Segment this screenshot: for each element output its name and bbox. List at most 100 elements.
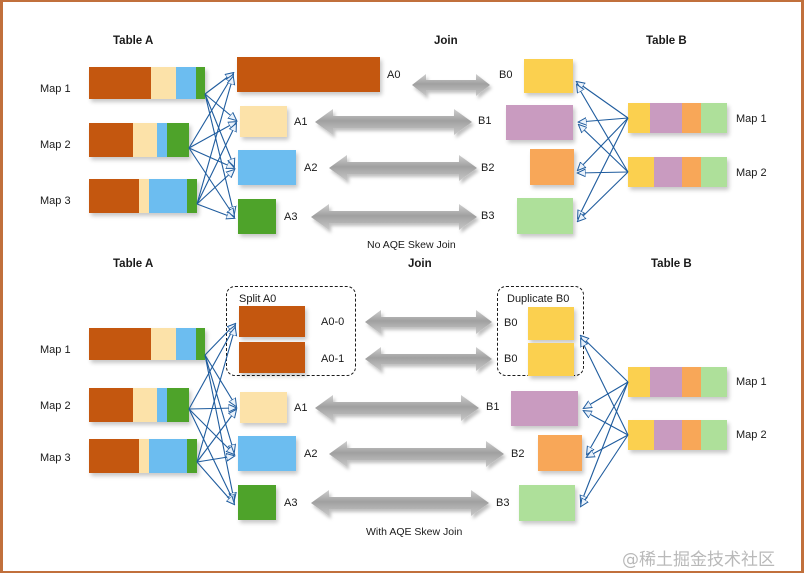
split-label-a0-0: A0-0: [321, 316, 345, 328]
top-map-bar-b-1: [628, 103, 727, 133]
top-partition-block-a1: [240, 106, 287, 137]
top-partition-block-b0: [524, 59, 573, 93]
bottom-partition-label-a2: A2: [304, 448, 318, 460]
split-label-a0-1: A0-1: [321, 353, 345, 365]
top-partition-label-a3: A3: [284, 211, 298, 223]
bottom-partition-block-b2: [538, 435, 582, 471]
duplicate-label-b0-0: B0: [504, 317, 518, 329]
map-bar-segment: [701, 367, 727, 397]
top-partition-block-b3: [517, 198, 573, 234]
top-partition-label-b2: B2: [481, 162, 495, 174]
map-bar-segment: [701, 420, 727, 450]
bottom-map-bar-a-2: [89, 388, 189, 422]
top-caption: No AQE Skew Join: [367, 239, 456, 251]
bottom-map-label-right-2: Map 2: [736, 429, 767, 441]
top-partition-block-a2: [238, 150, 296, 185]
map-bar-segment: [89, 179, 139, 213]
top-partition-label-b3: B3: [481, 210, 495, 222]
bottom-partition-label-b2: B2: [511, 448, 525, 460]
bottom-partition-block-b3: [519, 485, 575, 521]
map-bar-segment: [196, 328, 205, 360]
bottom-map-bar-b-2: [628, 420, 727, 450]
map-bar-segment: [701, 157, 727, 187]
watermark: @稀土掘金技术社区: [622, 550, 775, 570]
map-bar-segment: [167, 388, 189, 422]
top-partition-block-a0: [237, 57, 380, 92]
bottom-partition-block-a2: [238, 436, 296, 471]
bottom-join-arrows: [311, 310, 504, 516]
split-a0-title: Split A0: [239, 293, 277, 305]
map-bar-segment: [682, 103, 701, 133]
map-bar-segment: [89, 388, 133, 422]
split-block-a0-1: [239, 342, 305, 373]
join-arrow-a3-b3: [311, 204, 477, 230]
bottom-links-a: [188, 324, 236, 504]
map-bar-segment: [157, 123, 167, 157]
join-arrow-bottom-a2-b2: [329, 441, 504, 467]
map-bar-segment: [133, 388, 157, 422]
top-links-b: [577, 82, 629, 221]
map-bar-segment: [682, 420, 701, 450]
map-bar-segment: [701, 103, 727, 133]
bottom-map-bar-a-3: [89, 439, 197, 473]
bottom-partition-label-b1: B1: [486, 401, 500, 413]
map-bar-segment: [654, 420, 682, 450]
map-bar-segment: [682, 157, 701, 187]
split-a0-box: [226, 286, 356, 376]
bottom-table-a-header: Table A: [113, 258, 154, 270]
join-arrow-a0-b0: [412, 74, 490, 96]
split-block-a0-0: [239, 306, 305, 337]
top-join-arrows: [311, 74, 490, 230]
bottom-map-label-left-1: Map 1: [40, 344, 71, 356]
top-map-bar-b-2: [628, 157, 727, 187]
join-arrow-bottom-a3-b3: [311, 490, 489, 516]
bottom-map-bar-a-1: [89, 328, 205, 360]
duplicate-b0-title: Duplicate B0: [507, 293, 570, 305]
map-bar-segment: [176, 328, 196, 360]
join-arrow-a00-b0: [365, 310, 492, 334]
bottom-partition-block-a3: [238, 485, 276, 520]
map-bar-segment: [89, 439, 139, 473]
map-bar-segment: [149, 179, 187, 213]
bottom-map-label-left-3: Map 3: [40, 452, 71, 464]
map-bar-segment: [187, 179, 197, 213]
bottom-partition-label-a3: A3: [284, 497, 298, 509]
top-map-label-right-2: Map 2: [736, 167, 767, 179]
top-partition-label-a0: A0: [387, 69, 401, 81]
map-bar-segment: [89, 67, 151, 99]
duplicate-block-b0-0: [528, 307, 574, 340]
duplicate-label-b0-1: B0: [504, 353, 518, 365]
map-bar-segment: [139, 179, 149, 213]
map-bar-segment: [628, 367, 650, 397]
map-bar-segment: [176, 67, 196, 99]
map-bar-segment: [151, 67, 176, 99]
top-map-bar-a-2: [89, 123, 189, 157]
connector-overlay: [188, 2, 629, 516]
map-bar-segment: [650, 367, 682, 397]
map-bar-segment: [196, 67, 205, 99]
duplicate-block-b0-1: [528, 343, 574, 376]
top-join-header: Join: [434, 35, 458, 47]
bottom-table-b-header: Table B: [651, 258, 692, 270]
top-partition-block-b2: [530, 149, 574, 185]
map-bar-segment: [167, 123, 189, 157]
bottom-map-label-right-1: Map 1: [736, 376, 767, 388]
top-partition-label-a2: A2: [304, 162, 318, 174]
join-arrow-bottom-a1-b1: [315, 395, 479, 421]
top-map-label-left-3: Map 3: [40, 195, 71, 207]
bottom-partition-block-a1: [240, 392, 287, 423]
top-map-label-left-2: Map 2: [40, 139, 71, 151]
bottom-caption: With AQE Skew Join: [366, 526, 463, 538]
map-bar-segment: [139, 439, 149, 473]
bottom-partition-label-b3: B3: [496, 497, 510, 509]
map-bar-segment: [650, 103, 682, 133]
join-arrow-a01-b0: [365, 347, 492, 371]
bottom-partition-block-b1: [511, 391, 578, 426]
join-arrow-a1-b1: [315, 109, 472, 135]
top-map-label-right-1: Map 1: [736, 113, 767, 125]
top-partition-label-a1: A1: [294, 116, 308, 128]
top-table-a-header: Table A: [113, 35, 154, 47]
map-bar-segment: [187, 439, 197, 473]
bottom-map-label-left-2: Map 2: [40, 400, 71, 412]
